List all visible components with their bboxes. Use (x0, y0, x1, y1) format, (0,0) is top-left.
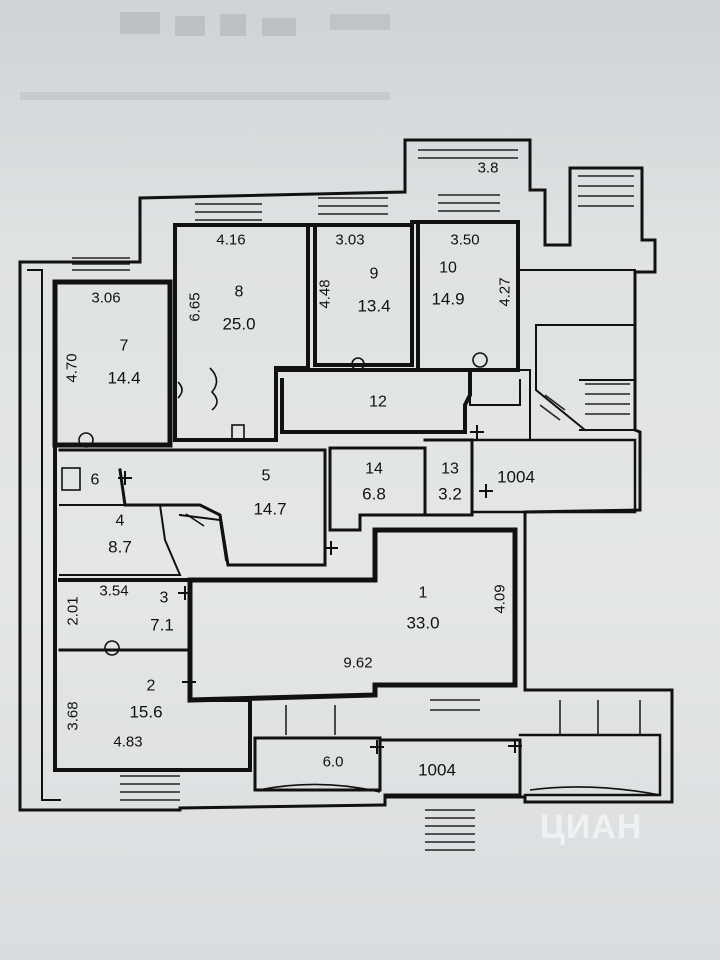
dimension-label: 4.16 (216, 231, 246, 249)
room-number: 1 (418, 584, 428, 602)
dimension-label: 3.03 (335, 231, 365, 249)
blurred-header-text (0, 0, 720, 110)
room-area: 14.4 (107, 368, 141, 388)
room-number: 4 (115, 512, 125, 530)
dimension-label: 6.65 (186, 292, 204, 322)
room-area: 6.8 (362, 484, 386, 504)
room-number: 3 (159, 589, 169, 607)
room-area: 14.7 (253, 499, 287, 519)
dimension-label: 4.27 (496, 277, 514, 307)
dimension-label: 3.50 (450, 231, 480, 249)
room-number: 5 (261, 467, 271, 485)
room-number: 10 (439, 259, 457, 277)
room-area: 7.1 (150, 615, 174, 635)
room-number: 14 (365, 460, 383, 478)
watermark: ЦИАН (540, 808, 643, 846)
dimension-label: 9.62 (343, 654, 373, 672)
dimension-label: 3.8 (477, 159, 499, 177)
dimension-label: 3.68 (64, 701, 82, 731)
room-area: 25.0 (222, 314, 256, 334)
room-number: 13 (441, 460, 459, 478)
external-label: 1004 (418, 760, 456, 780)
room-number: 6 (90, 471, 100, 489)
dimension-label: 3.54 (99, 582, 129, 600)
dimension-label: 4.09 (491, 584, 509, 614)
room-area: 3.2 (438, 484, 462, 504)
dimension-label: 4.70 (63, 353, 81, 383)
dimension-label: 3.06 (91, 289, 121, 307)
room-area: 33.0 (406, 613, 440, 633)
room-number: 8 (234, 283, 244, 301)
dimension-label: 6.0 (322, 753, 344, 771)
room-number: 7 (119, 337, 129, 355)
room-number: 2 (146, 677, 156, 695)
room-number: 9 (369, 265, 379, 283)
external-label: 1004 (497, 467, 535, 487)
room-number: 12 (369, 393, 387, 411)
room-area: 15.6 (129, 702, 163, 722)
dimension-label: 4.48 (316, 279, 334, 309)
room-area: 14.9 (431, 289, 465, 309)
dimension-label: 2.01 (64, 596, 82, 626)
room-area: 8.7 (108, 537, 132, 557)
dimension-label: 4.83 (113, 733, 143, 751)
room-area: 13.4 (357, 296, 391, 316)
